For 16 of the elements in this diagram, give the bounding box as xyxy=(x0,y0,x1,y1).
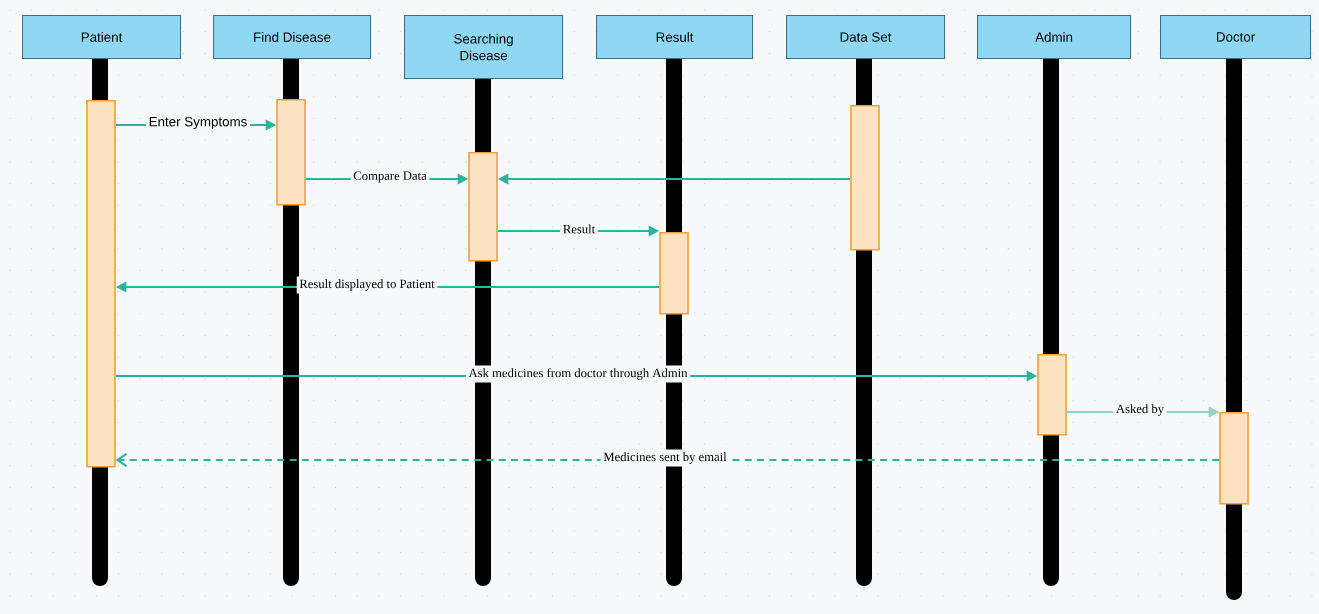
activation-bar xyxy=(850,105,880,251)
activation-bar xyxy=(276,99,306,206)
activation-bar xyxy=(1037,354,1067,436)
message-arrow xyxy=(115,452,1220,467)
activation-bar xyxy=(468,152,498,262)
lifeline-header: Admin xyxy=(977,15,1132,60)
activation-bar xyxy=(86,100,116,468)
lifeline-header: Doctor xyxy=(1160,15,1312,60)
lifeline-header: Find Disease xyxy=(213,15,372,60)
edge-label: Enter Symptoms xyxy=(146,114,250,132)
lifeline-header: Searching Disease xyxy=(404,15,564,80)
activation-bar xyxy=(659,232,689,315)
lifeline-header: Patient xyxy=(22,15,182,60)
activation-bar xyxy=(1219,412,1249,505)
lifeline-header: Result xyxy=(596,15,754,60)
lifeline-header: Data Set xyxy=(786,15,946,60)
